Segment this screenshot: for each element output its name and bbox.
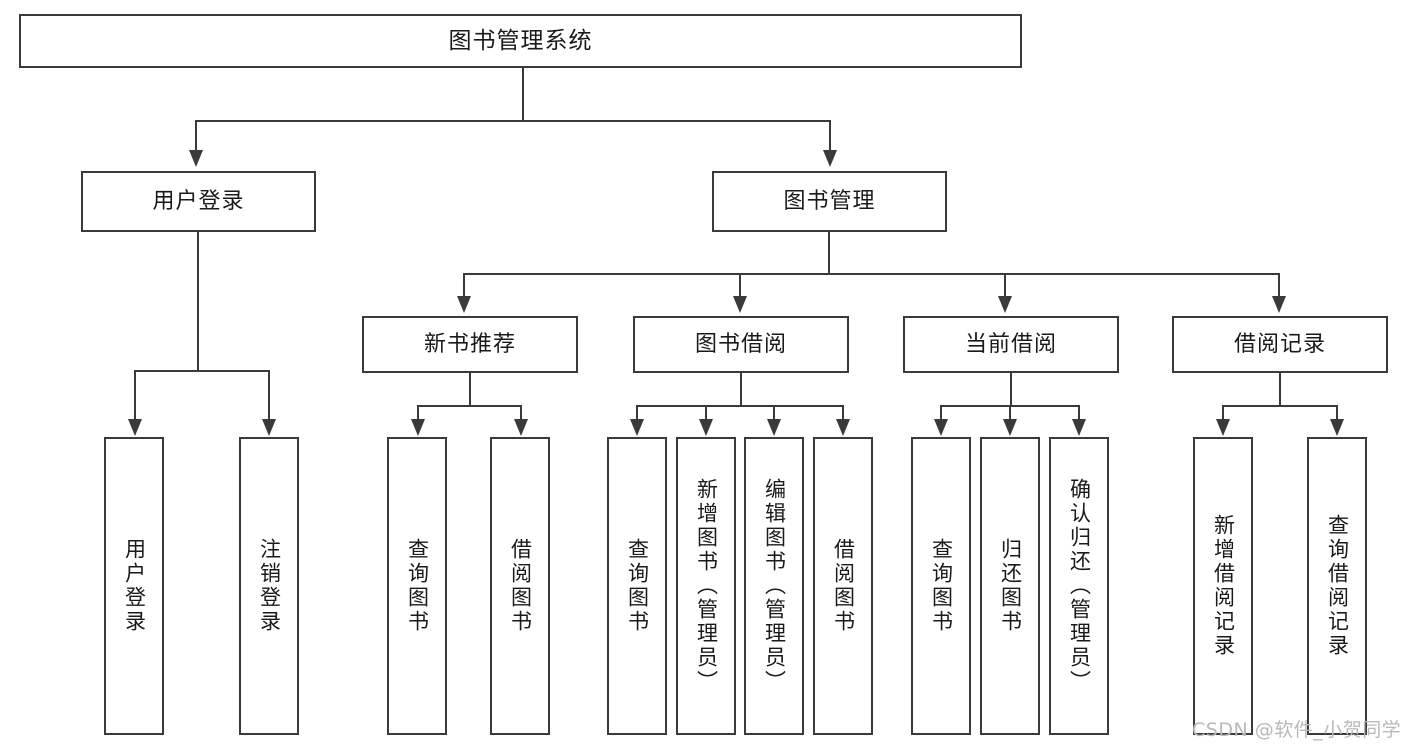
connector-borrowrecord-stem bbox=[1279, 373, 1281, 406]
node-root-library-system[interactable]: 图书管理系统 bbox=[19, 14, 1022, 68]
connector-drop-l3-3 bbox=[1004, 273, 1006, 297]
arrowhead-bb-1 bbox=[630, 419, 644, 436]
connector-drop-ul-1 bbox=[134, 370, 136, 420]
arrowhead-br-2 bbox=[1330, 419, 1344, 436]
arrowhead-bb-4 bbox=[836, 419, 850, 436]
node-label: 确认归还（管理员） bbox=[1067, 478, 1092, 694]
arrowhead-bb-2 bbox=[699, 419, 713, 436]
connector-drop-ul-2 bbox=[268, 370, 270, 420]
leaf-bookborrow-add-book[interactable]: 新增图书（管理员） bbox=[676, 437, 736, 735]
arrowhead-cb-3 bbox=[1072, 419, 1086, 436]
connector-newbook-stem bbox=[469, 373, 471, 406]
connector-drop-user-login bbox=[195, 120, 197, 150]
node-label: 新书推荐 bbox=[423, 331, 516, 357]
connector-drop-nb-1 bbox=[417, 405, 419, 420]
arrowhead-l3-2 bbox=[733, 296, 747, 313]
arrowhead-user-login bbox=[189, 150, 203, 167]
connector-borrowrecord-bus bbox=[1222, 405, 1338, 407]
connector-drop-bb-2 bbox=[705, 405, 707, 420]
connector-drop-bb-4 bbox=[842, 405, 844, 420]
connector-drop-cb-3 bbox=[1078, 405, 1080, 420]
connector-drop-cb-2 bbox=[1009, 405, 1011, 420]
arrowhead-l3-3 bbox=[998, 296, 1012, 313]
node-label: 当前借阅 bbox=[964, 331, 1057, 357]
node-current-borrow[interactable]: 当前借阅 bbox=[903, 316, 1119, 373]
node-label: 新增借阅记录 bbox=[1211, 514, 1236, 658]
node-label: 用户登录 bbox=[152, 188, 245, 214]
connector-currentborrow-stem bbox=[1010, 373, 1012, 406]
connector-drop-bb-3 bbox=[773, 405, 775, 420]
connector-drop-l3-2 bbox=[739, 273, 741, 297]
node-label: 用户登录 bbox=[122, 538, 147, 634]
connector-root-stem bbox=[522, 68, 524, 121]
connector-drop-br-1 bbox=[1222, 405, 1224, 420]
connector-drop-book-manage bbox=[829, 120, 831, 150]
connector-drop-nb-2 bbox=[520, 405, 522, 420]
node-label: 借阅记录 bbox=[1233, 331, 1326, 357]
arrowhead-cb-2 bbox=[1003, 419, 1017, 436]
node-label: 新增图书（管理员） bbox=[694, 478, 719, 694]
leaf-newbook-query-book[interactable]: 查询图书 bbox=[387, 437, 447, 735]
arrowhead-nb-2 bbox=[514, 419, 528, 436]
node-label: 图书管理 bbox=[783, 188, 876, 214]
connector-newbook-bus bbox=[417, 405, 522, 407]
node-user-login[interactable]: 用户登录 bbox=[81, 171, 316, 232]
node-new-book-recommend[interactable]: 新书推荐 bbox=[362, 316, 578, 373]
connector-book-manage-bus bbox=[463, 273, 1280, 275]
node-label: 查询图书 bbox=[405, 538, 430, 634]
leaf-bookborrow-borrow-book[interactable]: 借阅图书 bbox=[813, 437, 873, 735]
node-borrow-record[interactable]: 借阅记录 bbox=[1172, 316, 1388, 373]
connector-bookborrow-stem bbox=[740, 373, 742, 406]
leaf-currentborrow-query-book[interactable]: 查询图书 bbox=[911, 437, 971, 735]
node-label: 图书借阅 bbox=[694, 331, 787, 357]
connector-drop-l3-1 bbox=[463, 273, 465, 297]
node-label: 借阅图书 bbox=[508, 538, 533, 634]
node-label: 查询借阅记录 bbox=[1325, 514, 1350, 658]
connector-book-manage-stem bbox=[828, 232, 830, 274]
leaf-currentborrow-return-book[interactable]: 归还图书 bbox=[980, 437, 1040, 735]
arrowhead-l3-4 bbox=[1272, 296, 1286, 313]
leaf-newbook-borrow-book[interactable]: 借阅图书 bbox=[490, 437, 550, 735]
node-label: 查询图书 bbox=[625, 538, 650, 634]
arrowhead-ul-1 bbox=[128, 419, 142, 436]
node-label: 编辑图书（管理员） bbox=[762, 478, 787, 694]
arrowhead-bb-3 bbox=[767, 419, 781, 436]
arrowhead-ul-2 bbox=[262, 419, 276, 436]
node-book-management[interactable]: 图书管理 bbox=[712, 171, 947, 232]
leaf-currentborrow-confirm-return[interactable]: 确认归还（管理员） bbox=[1049, 437, 1109, 735]
connector-user-login-bus bbox=[134, 370, 270, 372]
csdn-watermark: CSDN @软件_小贺同学 bbox=[1192, 719, 1402, 741]
connector-drop-bb-1 bbox=[636, 405, 638, 420]
arrowhead-l3-1 bbox=[457, 296, 471, 313]
leaf-borrowrecord-add-record[interactable]: 新增借阅记录 bbox=[1193, 437, 1253, 735]
leaf-user-login-login[interactable]: 用户登录 bbox=[104, 437, 164, 735]
node-label: 归还图书 bbox=[998, 538, 1023, 634]
leaf-user-login-logout[interactable]: 注销登录 bbox=[239, 437, 299, 735]
connector-drop-cb-1 bbox=[940, 405, 942, 420]
node-book-borrow[interactable]: 图书借阅 bbox=[633, 316, 849, 373]
leaf-borrowrecord-query-record[interactable]: 查询借阅记录 bbox=[1307, 437, 1367, 735]
connector-bookborrow-bus bbox=[636, 405, 844, 407]
arrowhead-book-manage bbox=[823, 150, 837, 167]
leaf-bookborrow-query-book[interactable]: 查询图书 bbox=[607, 437, 667, 735]
connector-root-bus bbox=[195, 120, 831, 122]
node-label: 借阅图书 bbox=[831, 538, 856, 634]
node-label: 注销登录 bbox=[257, 538, 282, 634]
arrowhead-nb-1 bbox=[411, 419, 425, 436]
node-label: 图书管理系统 bbox=[448, 27, 593, 54]
connector-drop-l3-4 bbox=[1278, 273, 1280, 297]
connector-user-login-stem bbox=[197, 232, 199, 371]
connector-drop-br-2 bbox=[1336, 405, 1338, 420]
arrowhead-cb-1 bbox=[934, 419, 948, 436]
leaf-bookborrow-edit-book[interactable]: 编辑图书（管理员） bbox=[744, 437, 804, 735]
arrowhead-br-1 bbox=[1216, 419, 1230, 436]
node-label: 查询图书 bbox=[929, 538, 954, 634]
